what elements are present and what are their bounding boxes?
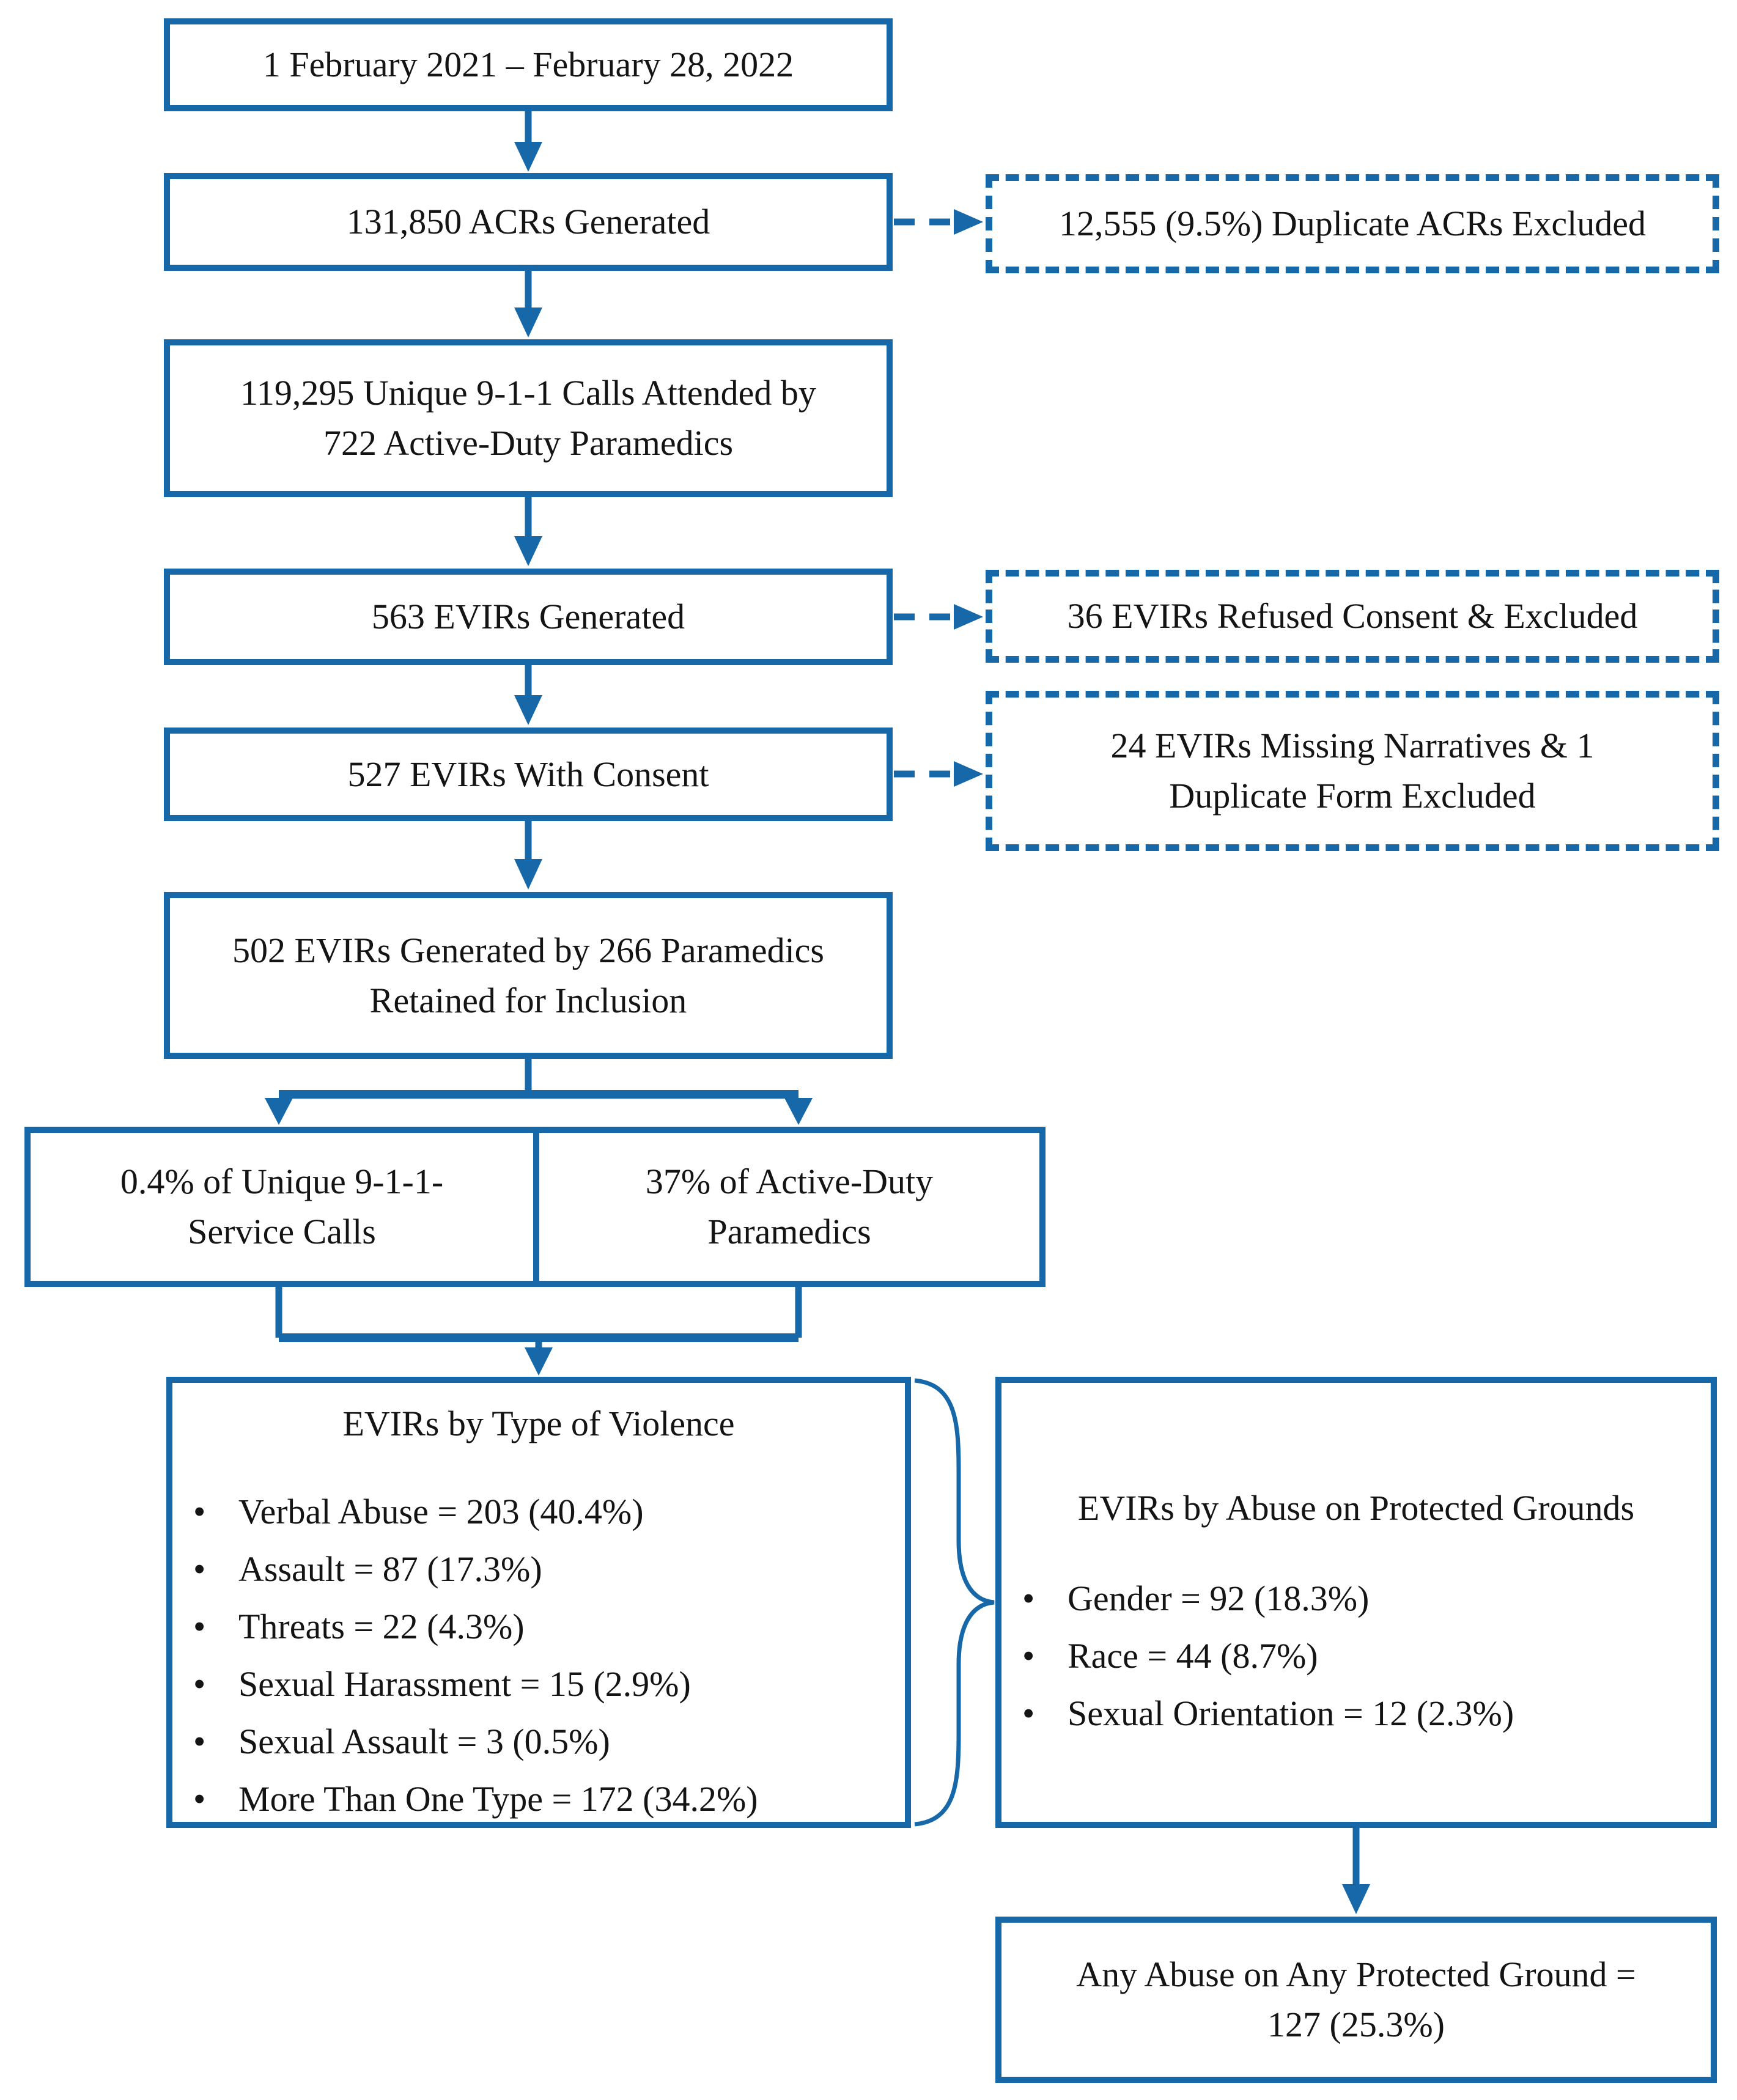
list-item: Race = 44 (8.7%) (1022, 1627, 1514, 1685)
box-percent-service-calls: 0.4% of Unique 9-1-1- Service Calls (24, 1127, 539, 1287)
pct-medics-line2: Paramedics (707, 1212, 871, 1251)
missing-line1: 24 EVIRs Missing Narratives & 1 (1110, 726, 1595, 765)
date-range-label: 1 February 2021 – February 28, 2022 (262, 45, 794, 84)
box-percent-paramedics: 37% of Active-Duty Paramedics (533, 1127, 1046, 1287)
box-evirs-with-consent: 527 EVIRs With Consent (164, 728, 893, 821)
retained-line2: Retained for Inclusion (369, 980, 687, 1020)
dashed-arrow-evirs-to-refused (894, 604, 983, 630)
missing-line2: Duplicate Form Excluded (1169, 776, 1536, 816)
consent-label: 527 EVIRs With Consent (347, 754, 709, 794)
box-any-protected-ground: Any Abuse on Any Protected Ground = 127 … (995, 1917, 1717, 2083)
calls-line2: 722 Active-Duty Paramedics (323, 423, 734, 463)
box-duplicate-acrs-excluded: 12,555 (9.5%) Duplicate ACRs Excluded (986, 174, 1719, 273)
violence-title: EVIRs by Type of Violence (342, 1404, 735, 1443)
duplicates-label: 12,555 (9.5%) Duplicate ACRs Excluded (1058, 204, 1647, 243)
arrow-grounds-to-any (1342, 1828, 1370, 1914)
merge-connector (275, 1287, 802, 1376)
violence-list: Verbal Abuse = 203 (40.4%) Assault = 87 … (172, 1483, 758, 1828)
box-refused-consent-excluded: 36 EVIRs Refused Consent & Excluded (986, 570, 1719, 663)
arrow-evirs-to-consent (514, 665, 542, 725)
pct-calls-line1: 0.4% of Unique 9-1-1- (120, 1162, 444, 1201)
list-item: More Than One Type = 172 (34.2%) (193, 1770, 758, 1828)
box-evirs-generated: 563 EVIRs Generated (164, 569, 893, 665)
list-item: Verbal Abuse = 203 (40.4%) (193, 1483, 758, 1541)
list-item: Sexual Assault = 3 (0.5%) (193, 1713, 758, 1770)
box-acrs-generated: 131,850 ACRs Generated (164, 173, 893, 271)
arrow-consent-to-retained (514, 821, 542, 890)
list-item: Assault = 87 (17.3%) (193, 1541, 758, 1598)
any-ground-line2: 127 (25.3%) (1267, 2005, 1445, 2044)
dashed-arrow-consent-to-missing (894, 761, 983, 787)
retained-line1: 502 EVIRs Generated by 266 Paramedics (232, 930, 825, 970)
box-violence-types: EVIRs by Type of Violence Verbal Abuse =… (166, 1377, 911, 1828)
evirs-label: 563 EVIRs Generated (371, 597, 685, 636)
pct-calls-line2: Service Calls (188, 1212, 376, 1251)
acrs-label: 131,850 ACRs Generated (346, 202, 710, 241)
box-protected-grounds: EVIRs by Abuse on Protected Grounds Gend… (995, 1377, 1717, 1828)
list-item: Gender = 92 (18.3%) (1022, 1570, 1514, 1627)
box-evirs-retained: 502 EVIRs Generated by 266 Paramedics Re… (164, 892, 893, 1059)
calls-line1: 119,295 Unique 9-1-1 Calls Attended by (240, 373, 816, 413)
list-item: Sexual Harassment = 15 (2.9%) (193, 1656, 758, 1713)
curly-brace (914, 1378, 995, 1827)
arrow-calls-to-evirs (514, 497, 542, 566)
any-ground-line1: Any Abuse on Any Protected Ground = (1076, 1954, 1636, 1994)
dashed-arrow-acrs-to-duplicates (894, 209, 983, 235)
box-date-range: 1 February 2021 – February 28, 2022 (164, 18, 893, 111)
list-item: Threats = 22 (4.3%) (193, 1598, 758, 1656)
grounds-list: Gender = 92 (18.3%) Race = 44 (8.7%) Sex… (1001, 1570, 1514, 1742)
grounds-title: EVIRs by Abuse on Protected Grounds (1077, 1488, 1635, 1528)
list-item: Sexual Orientation = 12 (2.3%) (1022, 1685, 1514, 1742)
pct-medics-line1: 37% of Active-Duty (645, 1162, 934, 1201)
box-unique-calls: 119,295 Unique 9-1-1 Calls Attended by 7… (164, 339, 893, 497)
refused-label: 36 EVIRs Refused Consent & Excluded (1067, 596, 1638, 636)
split-connector (265, 1059, 813, 1125)
arrow-acrs-to-calls (514, 271, 542, 337)
box-missing-narratives-excluded: 24 EVIRs Missing Narratives & 1 Duplicat… (986, 691, 1719, 851)
arrow-date-to-acrs (514, 111, 542, 172)
